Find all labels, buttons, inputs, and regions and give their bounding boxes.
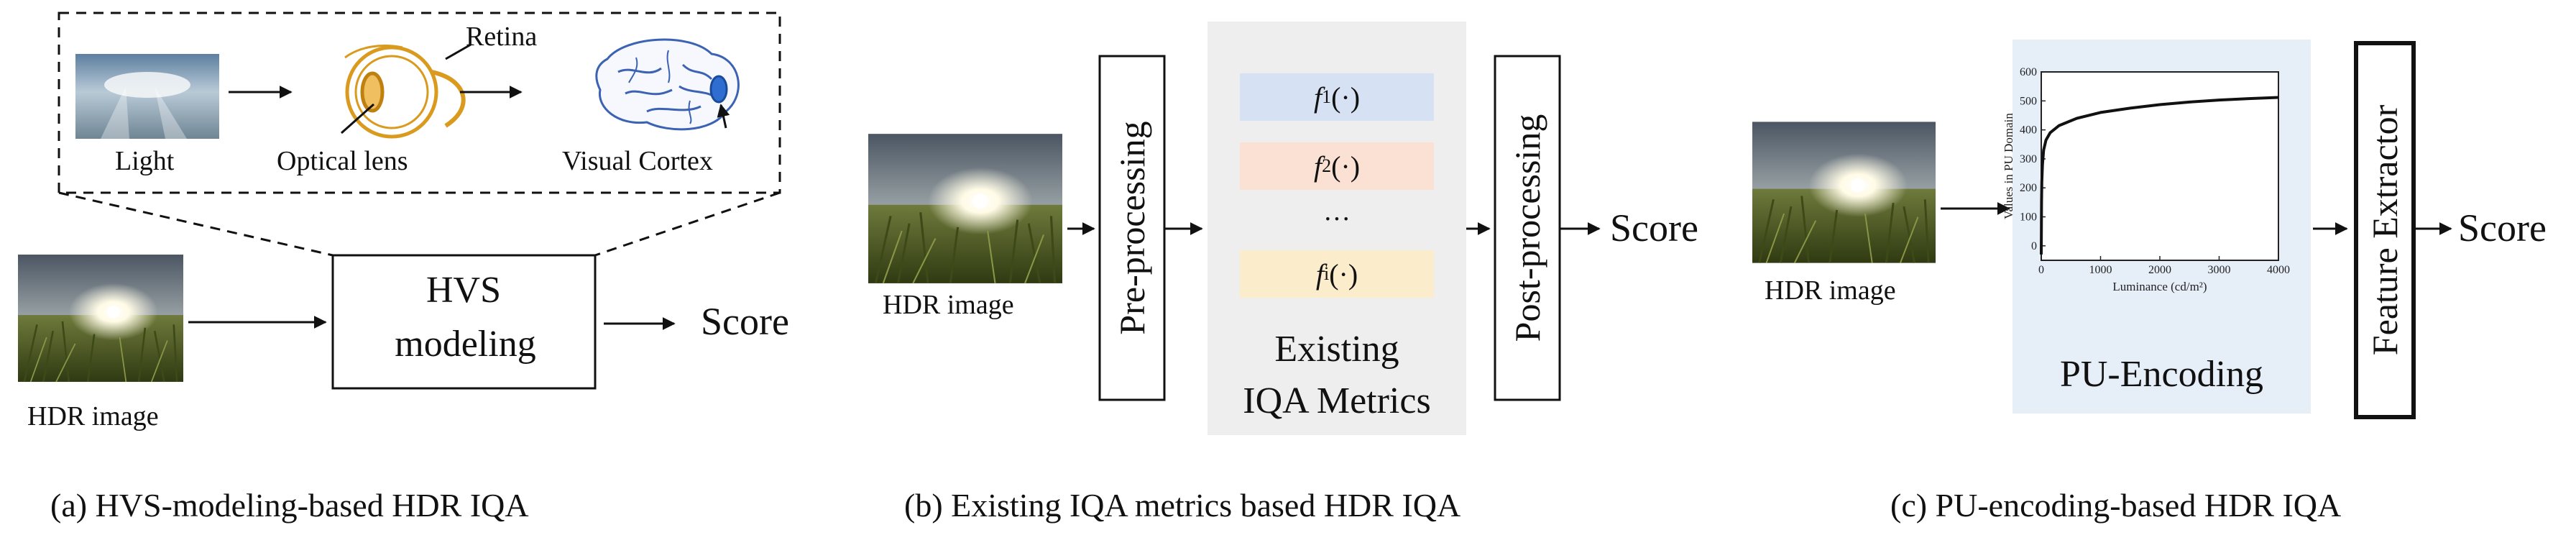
f1-argument: (·) [1331, 81, 1361, 114]
brain-icon [595, 38, 740, 131]
metrics-ellipsis: ··· [1323, 204, 1351, 234]
y-tick-label: 0 [2031, 240, 2037, 252]
f1-symbol: f [1313, 81, 1322, 114]
pre-processing-label: Pre-processing [1112, 121, 1152, 335]
retina-label: Retina [466, 22, 538, 52]
f2-subscript: 2 [1322, 155, 1332, 176]
metrics-line1: Existing [1274, 329, 1399, 370]
fi-symbol: f [1315, 257, 1324, 291]
y-tick-label: 500 [2020, 95, 2037, 107]
pu-chart-frame [2041, 71, 2279, 261]
post-processing-label: Post-processing [1507, 114, 1547, 342]
hdr-image-c [1752, 120, 1936, 265]
y-tick-label: 200 [2020, 182, 2037, 194]
feature-extractor-box [2354, 41, 2416, 419]
caption-a: (a) HVS-modeling-based HDR IQA [50, 487, 529, 524]
inset-dashed-box [58, 12, 781, 194]
light-label: Light [115, 146, 175, 176]
caption-c: (c) PU-encoding-based HDR IQA [1890, 487, 2342, 524]
y-tick-label: 100 [2020, 211, 2037, 224]
f2-symbol: f [1313, 150, 1322, 183]
optical-lens-label: Optical lens [277, 146, 408, 176]
fi-argument: (·) [1329, 257, 1358, 291]
pu-chart-layer: 0 1000 2000 3000 4000 0 100 200 300 400 500 600Lumi… [2002, 66, 2290, 293]
metrics-line2: IQA Metrics [1243, 380, 1431, 421]
hdr-image-b [868, 133, 1062, 284]
y-axis-label: Values in PU Domain [2002, 113, 2015, 219]
x-tick-label: 3000 [2208, 264, 2231, 276]
score-c: Score [2458, 206, 2547, 250]
hvs-line2: modeling [395, 324, 536, 365]
hvs-box [331, 254, 597, 390]
caption-b: (b) Existing IQA metrics based HDR IQA [904, 487, 1461, 524]
y-tick-label: 400 [2020, 124, 2037, 137]
post-processing-box [1494, 55, 1561, 401]
f1-subscript: 1 [1322, 86, 1332, 107]
fi-subscript: i [1323, 263, 1330, 284]
visual-cortex-label: Visual Cortex [562, 146, 713, 176]
x-tick-label: 0 [2038, 264, 2044, 276]
x-tick-label: 2000 [2148, 264, 2171, 276]
light-image [75, 54, 219, 139]
x-axis-label: Luminance (cd/m²) [2112, 280, 2207, 293]
x-tick-label: 1000 [2089, 264, 2112, 276]
eye-icon [344, 45, 466, 139]
hdr-label-c: HDR image [1765, 275, 1896, 306]
pu-curve [2040, 96, 2279, 255]
score-a: Score [701, 300, 789, 343]
hdr-label-b: HDR image [883, 290, 1014, 320]
f2-argument: (·) [1331, 150, 1361, 183]
feature-extractor-label: Feature Extractor [2365, 104, 2405, 356]
pre-processing-box [1098, 55, 1166, 401]
score-b: Score [1610, 206, 1698, 250]
y-tick-label: 300 [2020, 153, 2037, 165]
hdr-image-a [18, 253, 183, 383]
y-tick-label: 600 [2020, 66, 2037, 78]
x-tick-label: 4000 [2267, 264, 2290, 276]
pu-encoding-label: PU-Encoding [2059, 354, 2264, 395]
hdr-label-a: HDR image [27, 401, 159, 431]
hvs-line1: HVS [426, 270, 502, 311]
